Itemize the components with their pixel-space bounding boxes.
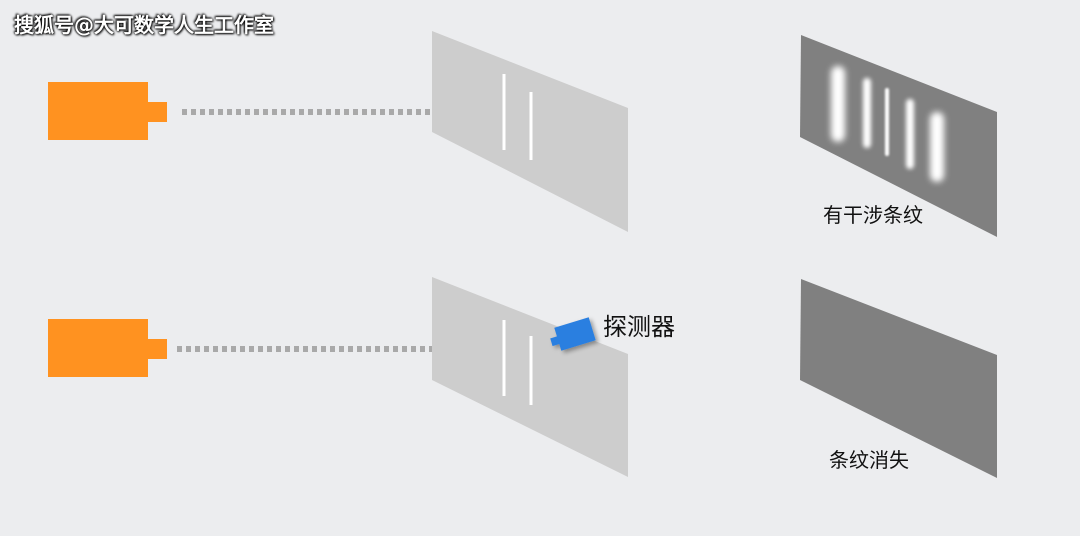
row-with-interference	[48, 31, 997, 237]
slit-plate-bottom	[432, 277, 628, 477]
slit-plate-top	[432, 31, 628, 232]
row-fringes-vanish	[48, 277, 997, 478]
interference-fringes	[831, 66, 944, 182]
watermark-text: 搜狐号@大可数学人生工作室	[14, 13, 274, 37]
detector-icon	[550, 317, 596, 351]
detection-screen-top	[800, 35, 997, 237]
interference-label: 有干涉条纹	[823, 203, 923, 227]
light-source-top	[48, 82, 167, 140]
fringes-vanish-label: 条纹消失	[829, 448, 909, 472]
detector-label: 探测器	[603, 313, 675, 341]
light-source-bottom	[48, 319, 167, 377]
detection-screen-bottom	[800, 279, 997, 478]
